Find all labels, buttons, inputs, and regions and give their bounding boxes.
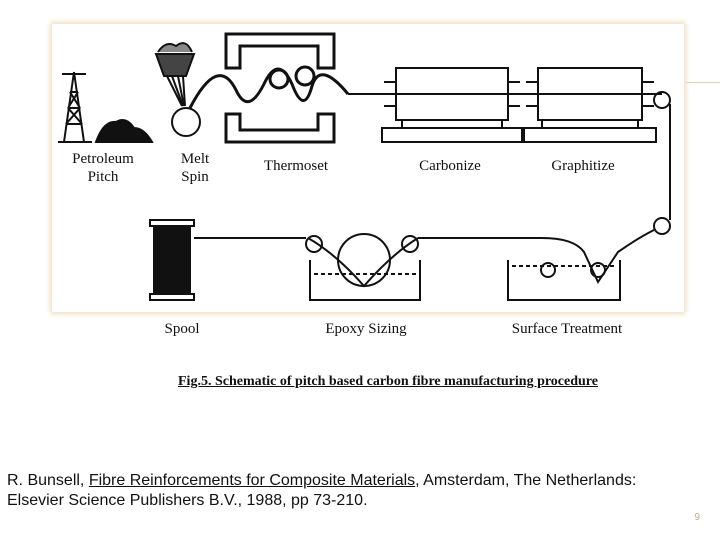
reference-rest: , Amsterdam, The Netherlands: Elsevier S…: [7, 472, 637, 509]
label-petroleum-line1: Petroleum: [72, 151, 134, 167]
label-melt-spin: Melt Spin: [168, 150, 222, 186]
label-graphitize: Graphitize: [551, 158, 615, 174]
label-spool: Spool: [164, 321, 200, 337]
page-number: 9: [694, 512, 700, 523]
reference-title: Fibre Reinforcements for Composite Mater…: [88, 472, 416, 489]
epoxy-sizing-bath-icon: [305, 233, 421, 301]
decorative-rule: [686, 82, 720, 83]
surface-treatment-bath-icon: [507, 260, 621, 301]
label-petroleum-pitch: Petroleum Pitch: [58, 150, 148, 186]
graphitize-furnace-icon: [523, 67, 657, 143]
label-melt-line1: Melt: [180, 151, 210, 167]
label-petroleum-line2: Pitch: [87, 169, 119, 185]
figure-caption: Fig.5. Schematic of pitch based carbon f…: [178, 374, 598, 389]
manufacturing-schematic: [58, 32, 671, 301]
label-surface-treatment: Surface Treatment: [511, 321, 623, 337]
reference-author: R. Bunsell,: [7, 472, 89, 489]
label-carbonize: Carbonize: [419, 158, 481, 174]
spool-icon: [149, 219, 195, 301]
melt-spin-hopper-icon: [154, 42, 201, 137]
label-thermoset: Thermoset: [263, 158, 329, 174]
label-epoxy-sizing: Epoxy Sizing: [325, 321, 407, 337]
carbonize-furnace-icon: [381, 67, 523, 143]
reference-citation: R. Bunsell, Fibre Reinforcements for Com…: [7, 471, 647, 511]
pitch-pile-icon: [94, 119, 154, 143]
thermoset-oven-icon: [188, 32, 350, 144]
oil-derrick-icon: [58, 71, 92, 143]
label-melt-line2: Spin: [181, 169, 209, 185]
